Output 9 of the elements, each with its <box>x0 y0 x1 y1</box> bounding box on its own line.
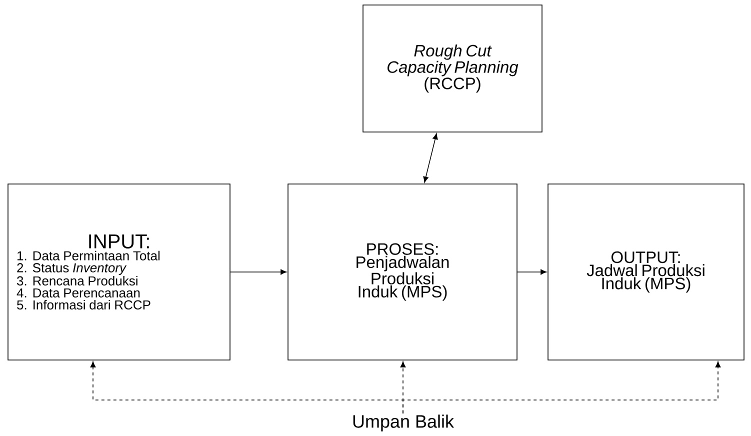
process-box: Rough Cut Capacity Planning (RCCP) <box>362 4 542 132</box>
text-label: Umpan Balik <box>353 414 454 432</box>
process-box: OUTPUT: Jadwal Produksi Induk (MPS) <box>548 184 744 360</box>
double-arrow <box>423 133 438 183</box>
arrow <box>230 269 287 275</box>
arrow <box>517 269 547 275</box>
process-box: PROSES: Penjadwalan Produksi Induk (MPS) <box>288 184 518 360</box>
process-box: INPUT: 1. Data Permintaan Total 2. Status Inventory 3. Rencana Produksi 4. Data Perencanaan 5. Informasi dari RCCP <box>8 184 230 360</box>
dashed-arrow <box>402 361 721 414</box>
